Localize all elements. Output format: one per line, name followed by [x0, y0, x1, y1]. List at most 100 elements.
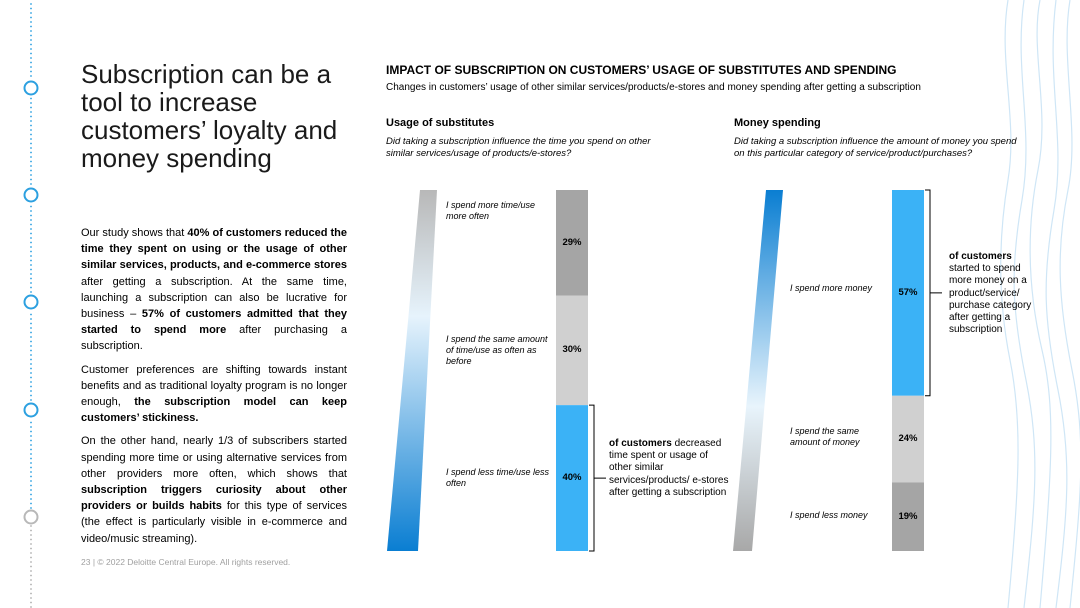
- footer: 23 | © 2022 Deloitte Central Europe. All…: [81, 557, 291, 567]
- page-title: Subscription can be a tool to increase c…: [81, 59, 338, 173]
- timeline-dot: [30, 390, 32, 392]
- timeline-dot: [30, 597, 32, 599]
- body-text-bold: 57% of customers admitted that they star…: [81, 308, 347, 337]
- timeline-dot: [30, 543, 32, 545]
- data-label: 29%: [562, 236, 582, 248]
- timeline-dot: [30, 498, 32, 500]
- timeline-dot: [30, 142, 32, 145]
- timeline-dot: [30, 466, 32, 469]
- timeline-dot: [30, 570, 32, 572]
- bar-segment: [892, 482, 924, 551]
- timeline-dot: [30, 592, 32, 595]
- timeline-dot: [30, 484, 32, 487]
- timeline-dot: [30, 444, 32, 446]
- timeline-dot: [30, 160, 32, 163]
- timeline-dot: [30, 255, 32, 257]
- timeline-dot: [30, 75, 32, 77]
- timeline-dot: [30, 399, 32, 401]
- timeline-dot: [30, 471, 32, 473]
- timeline-dot: [30, 381, 32, 383]
- category-label: I spend more time/use more often: [446, 200, 536, 222]
- timeline-dot: [30, 556, 32, 559]
- panel-question-money: Did taking a subscription influence the …: [734, 136, 1017, 159]
- timeline-dot: [30, 183, 32, 185]
- timeline-node: [23, 402, 39, 418]
- timeline-dot: [30, 529, 32, 532]
- timeline-dot: [30, 111, 32, 113]
- category-label: I spend more money: [790, 283, 873, 294]
- timeline-dot: [30, 574, 32, 577]
- timeline-dot: [30, 493, 32, 496]
- category-label: I spend less time/use less often: [446, 467, 550, 489]
- timeline-dot: [30, 16, 32, 19]
- timeline-dot: [30, 336, 32, 338]
- body-text-run: after getting a subscription. At the sam…: [81, 275, 347, 321]
- body-paragraph: Customer preferences are shifting toward…: [81, 362, 347, 427]
- timeline-dot: [30, 340, 32, 343]
- annotation-bracket: [589, 404, 606, 552]
- timeline-dot: [30, 561, 32, 563]
- timeline-dot: [30, 606, 32, 608]
- timeline-dot: [30, 385, 32, 388]
- data-label: 30%: [562, 344, 582, 356]
- timeline-dot: [30, 421, 32, 424]
- timeline-dot: [30, 354, 32, 356]
- timeline-dot: [30, 52, 32, 55]
- timeline-dot: [30, 106, 32, 109]
- timeline-node: [23, 509, 39, 525]
- body-text-run: On the other hand, nearly 1/3 of subscri…: [81, 435, 347, 480]
- timeline-dot: [30, 34, 32, 37]
- timeline-dot: [30, 345, 32, 347]
- timeline-dot: [30, 70, 32, 73]
- category-label: I spend less money: [790, 509, 868, 520]
- timeline-dot: [30, 525, 32, 527]
- timeline-dot: [30, 151, 32, 154]
- timeline-dot: [30, 61, 32, 64]
- timeline-dot: [30, 277, 32, 280]
- timeline-dot: [30, 358, 32, 361]
- timeline-dot: [30, 259, 32, 262]
- annotation-bold: of customers: [609, 438, 672, 449]
- timeline-dot: [30, 327, 32, 329]
- bar-segment: [556, 405, 588, 551]
- body-text-bold: 40% of customers reduced the time they s…: [81, 227, 347, 272]
- timeline-dot: [30, 588, 32, 590]
- timeline-dot: [30, 138, 32, 140]
- timeline-dot: [30, 583, 32, 586]
- timeline-dot: [30, 25, 32, 28]
- annotation-text: of customers decreased time spent or usa…: [609, 438, 729, 499]
- wave-pattern-decoration: [1000, 0, 1080, 608]
- timeline-dot: [30, 21, 32, 23]
- timeline-dot: [30, 286, 32, 289]
- annotation-text: of customers started to spend more money…: [949, 251, 1041, 336]
- timeline-dot: [30, 241, 32, 244]
- body-text-bold: the subscription model can keep customer…: [81, 396, 347, 425]
- timeline-dot: [30, 475, 32, 478]
- timeline-dot: [30, 538, 32, 541]
- timeline-dot: [30, 165, 32, 167]
- timeline-dot: [30, 156, 32, 158]
- timeline-dot: [30, 457, 32, 460]
- timeline-dot: [30, 124, 32, 127]
- data-label: 24%: [898, 433, 918, 445]
- timeline-dot: [30, 102, 32, 104]
- timeline-dot: [30, 210, 32, 212]
- timeline-dot: [30, 120, 32, 122]
- timeline-dot: [30, 376, 32, 379]
- timeline-dot: [30, 12, 32, 14]
- panel-question-substitutes: Did taking a subscription influence the …: [386, 136, 651, 159]
- body-text-run: Customer preferences are shifting toward…: [81, 363, 347, 409]
- body-text: Our study shows that 40% of customers re…: [81, 225, 347, 554]
- timeline-dot: [30, 462, 32, 464]
- body-text-run: after purchasing a subscription.: [81, 324, 347, 353]
- bar-segment: [556, 295, 588, 406]
- timeline-dot: [30, 322, 32, 325]
- bar-segment: [556, 190, 588, 296]
- body-text-bold: subscription triggers curiosity about ot…: [81, 484, 347, 513]
- timeline-dot: [30, 313, 32, 316]
- timeline-dot: [30, 318, 32, 320]
- timeline-dot: [30, 174, 32, 176]
- timeline-dot: [30, 282, 32, 284]
- timeline-dot: [30, 133, 32, 136]
